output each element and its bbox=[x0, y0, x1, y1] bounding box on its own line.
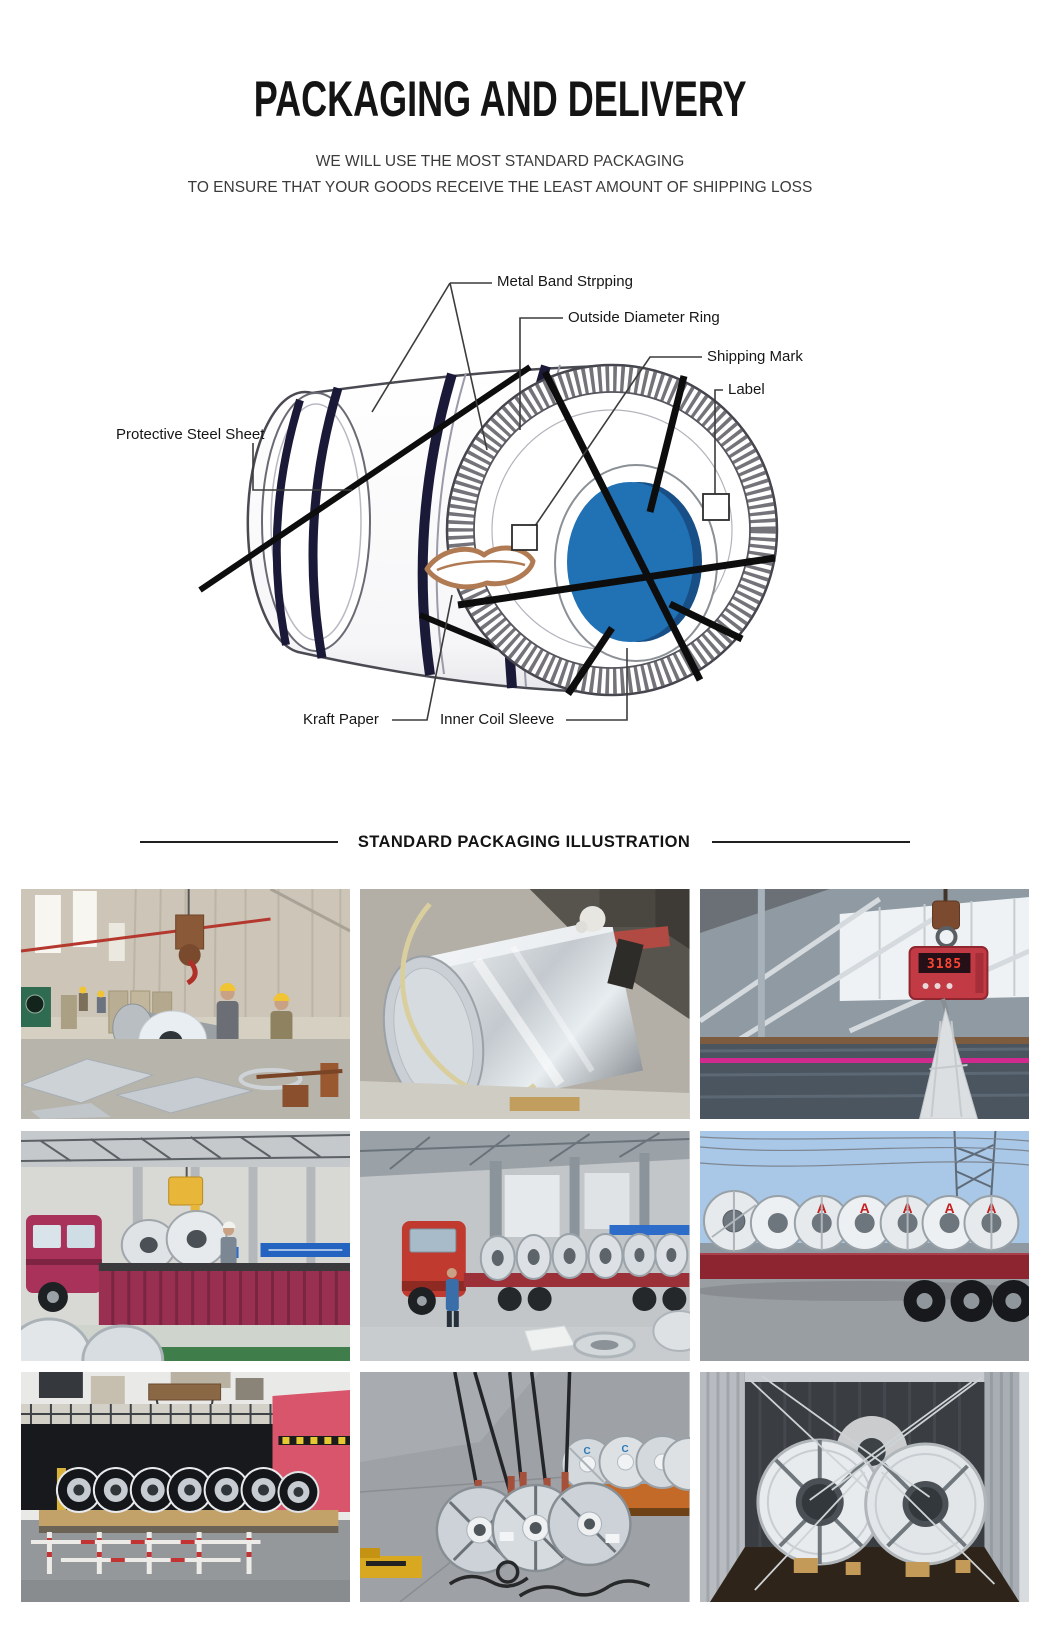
lashing-wires bbox=[748, 1375, 995, 1591]
digital-crane-scale: 3185 bbox=[908, 946, 989, 1000]
divider-line-right bbox=[712, 841, 911, 843]
trailer-with-coils bbox=[464, 1232, 690, 1311]
red-truck-cab bbox=[402, 1220, 467, 1315]
coil-packaging-diagram: Metal Band Strpping Outside Diameter Rin… bbox=[0, 260, 1050, 780]
section-heading-text: STANDARD PACKAGING ILLUSTRATION bbox=[357, 832, 691, 851]
subtitle-line-2: TO ENSURE THAT YOUR GOODS RECEIVE THE LE… bbox=[187, 179, 813, 196]
face-straps bbox=[457, 370, 776, 696]
photo-flatbed-marked-coils: A A A A A bbox=[699, 1130, 1029, 1361]
coil-row: A A A A A bbox=[702, 1189, 1020, 1252]
container-floor bbox=[709, 1547, 1020, 1602]
photo-sling-lifting-coils: C C bbox=[360, 1372, 690, 1602]
yellow-machine bbox=[360, 1548, 423, 1578]
port-crane bbox=[38, 1372, 83, 1398]
coils-on-platform: C C bbox=[560, 1435, 690, 1491]
diagram-label-label: Label bbox=[728, 381, 765, 398]
strapping-tool bbox=[607, 938, 644, 990]
wooden-flatbed bbox=[38, 1510, 339, 1526]
photo-factory-coil-handling bbox=[21, 889, 351, 1119]
diagram-label-inner-sleeve: Inner Coil Sleeve bbox=[440, 711, 555, 728]
photo-coil-packaging-closeup bbox=[360, 889, 690, 1119]
wood-blocks bbox=[793, 1558, 971, 1577]
coil-mark-a: A bbox=[944, 1199, 954, 1215]
trailer-wheels bbox=[903, 1279, 1029, 1322]
divider-line-left bbox=[139, 841, 338, 843]
blue-banner bbox=[609, 1224, 690, 1235]
photo-container-lashed-coils bbox=[699, 1372, 1029, 1602]
diagram-label-kraft-paper: Kraft Paper bbox=[303, 711, 379, 728]
photo-crane-scale-weighing: 3185 bbox=[699, 889, 1029, 1119]
page-title: PACKAGING AND DELIVERY bbox=[253, 71, 747, 127]
rusty-stands bbox=[256, 1063, 343, 1107]
safety-barriers bbox=[30, 1532, 261, 1574]
leader-lines bbox=[252, 282, 723, 721]
diagram-label-protective-sheet: Protective Steel Sheet bbox=[116, 426, 265, 443]
chains-on-ground bbox=[449, 1560, 651, 1598]
shipping-mark-box bbox=[511, 524, 538, 551]
scrap-sheets bbox=[21, 1058, 303, 1119]
coil-mark-a: A bbox=[859, 1199, 869, 1215]
diagram-label-metal-band: Metal Band Strpping bbox=[497, 273, 633, 290]
power-lines bbox=[699, 1135, 1029, 1167]
diagram-label-shipping-mark: Shipping Mark bbox=[707, 348, 803, 365]
scale-display-digits: 3185 bbox=[927, 957, 962, 972]
flatbed-deck bbox=[699, 1252, 1029, 1279]
photo-port-coils-shipment bbox=[21, 1372, 351, 1602]
crane-hook-block bbox=[175, 889, 205, 986]
coils-on-truck bbox=[120, 1209, 228, 1271]
coil-face bbox=[445, 363, 779, 697]
roof-trusses bbox=[21, 1133, 351, 1162]
standing-coils bbox=[435, 1481, 633, 1575]
coil-row-ship bbox=[55, 1467, 320, 1513]
coil-illustration bbox=[198, 282, 779, 721]
coil-mark-c: C bbox=[584, 1446, 591, 1457]
maroon-truck bbox=[25, 1214, 351, 1325]
packaging-photo-grid: 3185 bbox=[21, 889, 1029, 1602]
roof-structure bbox=[360, 1131, 690, 1170]
gloved-hand bbox=[575, 889, 656, 933]
container-right-wall bbox=[984, 1372, 1029, 1602]
lips-mark bbox=[424, 545, 536, 590]
page-subtitle: WE WILL USE THE MOST STANDARD PACKAGING … bbox=[0, 149, 1000, 201]
red-pipe bbox=[21, 917, 271, 953]
coil-mark-c: C bbox=[622, 1444, 629, 1455]
bright-opening bbox=[505, 1174, 560, 1237]
inner-core-blue bbox=[567, 482, 693, 642]
skylight-window bbox=[34, 895, 61, 953]
photo-truck-coil-transport bbox=[360, 1130, 690, 1361]
foreground-coils bbox=[21, 1317, 165, 1361]
diagram-label-outside-ring: Outside Diameter Ring bbox=[568, 309, 720, 326]
worker-blue bbox=[446, 1267, 460, 1327]
floor-coil-ring bbox=[573, 1309, 690, 1358]
subtitle-line-1: WE WILL USE THE MOST STANDARD PACKAGING bbox=[315, 153, 685, 170]
galvanized-coil bbox=[383, 917, 644, 1116]
magenta-stripe bbox=[699, 1058, 1029, 1063]
section-heading: STANDARD PACKAGING ILLUSTRATION bbox=[0, 830, 1050, 854]
label-box bbox=[702, 493, 730, 521]
photo-warehouse-truck-loading bbox=[21, 1130, 351, 1361]
wood-board bbox=[510, 1097, 580, 1111]
